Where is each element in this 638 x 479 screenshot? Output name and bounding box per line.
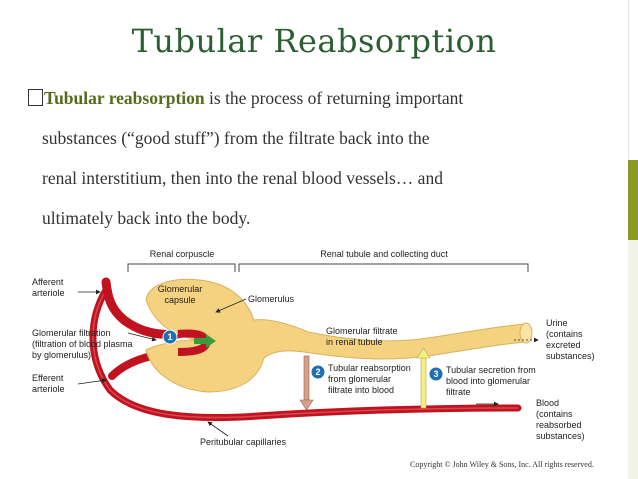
efferent-label-line-2: arteriole	[32, 384, 65, 394]
step-2-circle	[310, 364, 326, 380]
secretion-line-3: filtrate	[446, 387, 471, 397]
slide-title: Tubular Reabsorption	[131, 22, 497, 60]
renal-tubule-bracket	[238, 263, 529, 272]
blood-label-line-1: Blood	[536, 398, 559, 408]
urine-label-line-3: excreted	[546, 340, 581, 350]
reabsorption-line-3: filtrate into blood	[328, 385, 394, 395]
bullet-square-icon	[28, 89, 43, 106]
sidebar-top-segment	[628, 0, 638, 160]
step-2-number: 2	[315, 367, 320, 377]
sidebar-accent-segment	[628, 160, 638, 240]
urine-label-line-4: substances)	[546, 351, 595, 361]
renal-corpuscle-label: Renal corpuscle	[150, 249, 215, 259]
key-term: Tubular reabsorption	[44, 88, 205, 108]
glomerular-filtrate-line-1: Glomerular filtrate	[326, 326, 398, 336]
blood-label-line-4: substances)	[536, 431, 585, 441]
secretion-line-1: Tubular secretion from	[446, 365, 536, 375]
secretion-arrow	[416, 347, 431, 409]
slide-sidebar-decoration	[628, 0, 638, 479]
copyright-notice: Copyright © John Wiley & Sons, Inc. All …	[410, 460, 594, 469]
glomerular-filtration-line-3: by glomerulus)	[32, 350, 91, 360]
peritubular-capillaries-label: Peritubular capillaries	[200, 437, 287, 447]
blood-label-line-2: (contains	[536, 409, 573, 419]
renal-corpuscle-bracket	[127, 263, 236, 272]
glomerular-capsule-label-line-1: Glomerular	[158, 284, 203, 294]
step-1-circle	[162, 329, 178, 345]
paragraph-line-2: substances (“good stuff”) from the filtr…	[42, 128, 430, 148]
paragraph-line-3: renal interstitium, then into the renal …	[42, 168, 443, 188]
filtration-arrow	[194, 334, 216, 348]
tubule-opening	[519, 322, 533, 344]
slide-paragraph: Tubular reabsorption is the process of r…	[28, 78, 618, 238]
glomerular-capsule-label-line-2: capsule	[164, 295, 195, 305]
reabsorption-line-1: Tubular reabsorption	[328, 363, 411, 373]
secretion-line-2: blood into glomerular	[446, 376, 530, 386]
glomerulus-label: Glomerulus	[248, 294, 295, 304]
nephron-diagram: Renal corpuscle Renal tubule and collect…	[32, 249, 595, 447]
blood-label-line-3: reabsorbed	[536, 420, 582, 430]
afferent-label-line-2: arteriole	[32, 288, 65, 298]
sidebar-bottom-segment	[628, 240, 638, 479]
glomerular-filtration-line-2: (filtration of blood plasma	[32, 339, 133, 349]
step-3-number: 3	[433, 369, 438, 379]
reabsorption-arrow	[299, 355, 314, 411]
paragraph-line-1-rest: is the process of returning important	[204, 88, 464, 108]
glomerular-capsule-shape	[145, 278, 527, 393]
afferent-label-line-1: Afferent	[32, 277, 64, 287]
afferent-arteriole-vessel	[101, 277, 183, 339]
step-3-circle	[428, 366, 444, 382]
glomerular-filtration-line-1: Glomerular filtration	[32, 328, 111, 338]
glomerular-filtrate-line-2: in renal tubule	[326, 337, 383, 347]
renal-tubule-label: Renal tubule and collecting duct	[320, 249, 448, 259]
paragraph-line-4: ultimately back into the body.	[42, 208, 251, 228]
step-1-number: 1	[167, 332, 172, 342]
reabsorption-line-2: from glomerular	[328, 374, 391, 384]
efferent-label-line-1: Efferent	[32, 373, 64, 383]
paragraph-line-1: Tubular reabsorption is the process of r…	[28, 78, 618, 118]
urine-label-line-1: Urine	[546, 318, 568, 328]
urine-label-line-2: (contains	[546, 329, 583, 339]
